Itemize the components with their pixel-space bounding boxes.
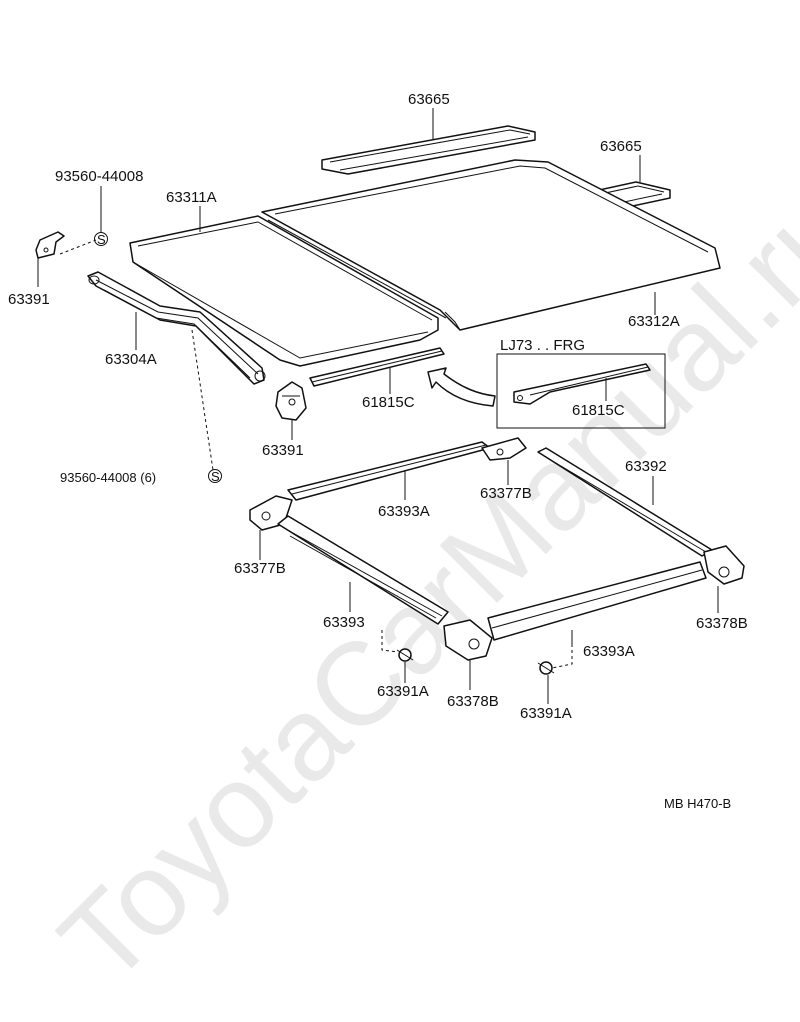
bracket-small [275, 381, 307, 421]
rail-front [487, 561, 707, 641]
hinge-left [35, 231, 65, 259]
label-63378b-front: 63378B [447, 693, 499, 710]
roof-panel-rear [261, 159, 721, 331]
fastener-symbol-bottom: S [208, 469, 222, 484]
leader-lines [37, 108, 719, 704]
label-63312a: 63312A [628, 313, 680, 330]
svg-text:S: S [97, 232, 106, 247]
inset-title: LJ73 . . FRG [500, 337, 585, 354]
roof-molding-center [321, 125, 536, 175]
label-63304a: 63304A [105, 351, 157, 368]
label-inset-61815c: 61815C [572, 402, 625, 419]
label-screw-top: 93560-44008 [55, 168, 143, 185]
bracket-center [481, 437, 527, 461]
rail-left [277, 515, 449, 625]
label-hinge-63391: 63391 [8, 291, 50, 308]
roof-frame-left [87, 271, 266, 385]
label-63377b-left: 63377B [234, 560, 286, 577]
label-63393: 63393 [323, 614, 365, 631]
label-61815c: 61815C [362, 394, 415, 411]
label-63665-center: 63665 [408, 91, 450, 108]
inset-box [496, 353, 666, 429]
label-63393a-front: 63393A [583, 643, 635, 660]
label-63393a-rear: 63393A [378, 503, 430, 520]
label-63391a-right: 63391A [520, 705, 572, 722]
bolt-left [396, 648, 414, 662]
weatherstrip [309, 347, 445, 387]
dashed-leaders [59, 239, 573, 669]
label-63391a-left: 63391A [377, 683, 429, 700]
fastener-symbol-top: S [94, 232, 108, 247]
label-63392: 63392 [625, 458, 667, 475]
label-63377b-center: 63377B [480, 485, 532, 502]
roof-panel-front [129, 215, 439, 367]
label-63665-right: 63665 [600, 138, 642, 155]
bracket-right [703, 545, 745, 585]
label-63311a: 63311A [166, 189, 217, 206]
svg-text:S: S [211, 469, 220, 484]
corner-front [443, 619, 493, 661]
label-screw-lower: 93560-44008 (6) [60, 470, 156, 485]
label-63378b-right: 63378B [696, 615, 748, 632]
bolt-right [537, 661, 555, 675]
label-bracket-63391: 63391 [262, 442, 304, 459]
footer-code: MB H470-B [664, 796, 731, 811]
inset-arrow [427, 367, 496, 407]
